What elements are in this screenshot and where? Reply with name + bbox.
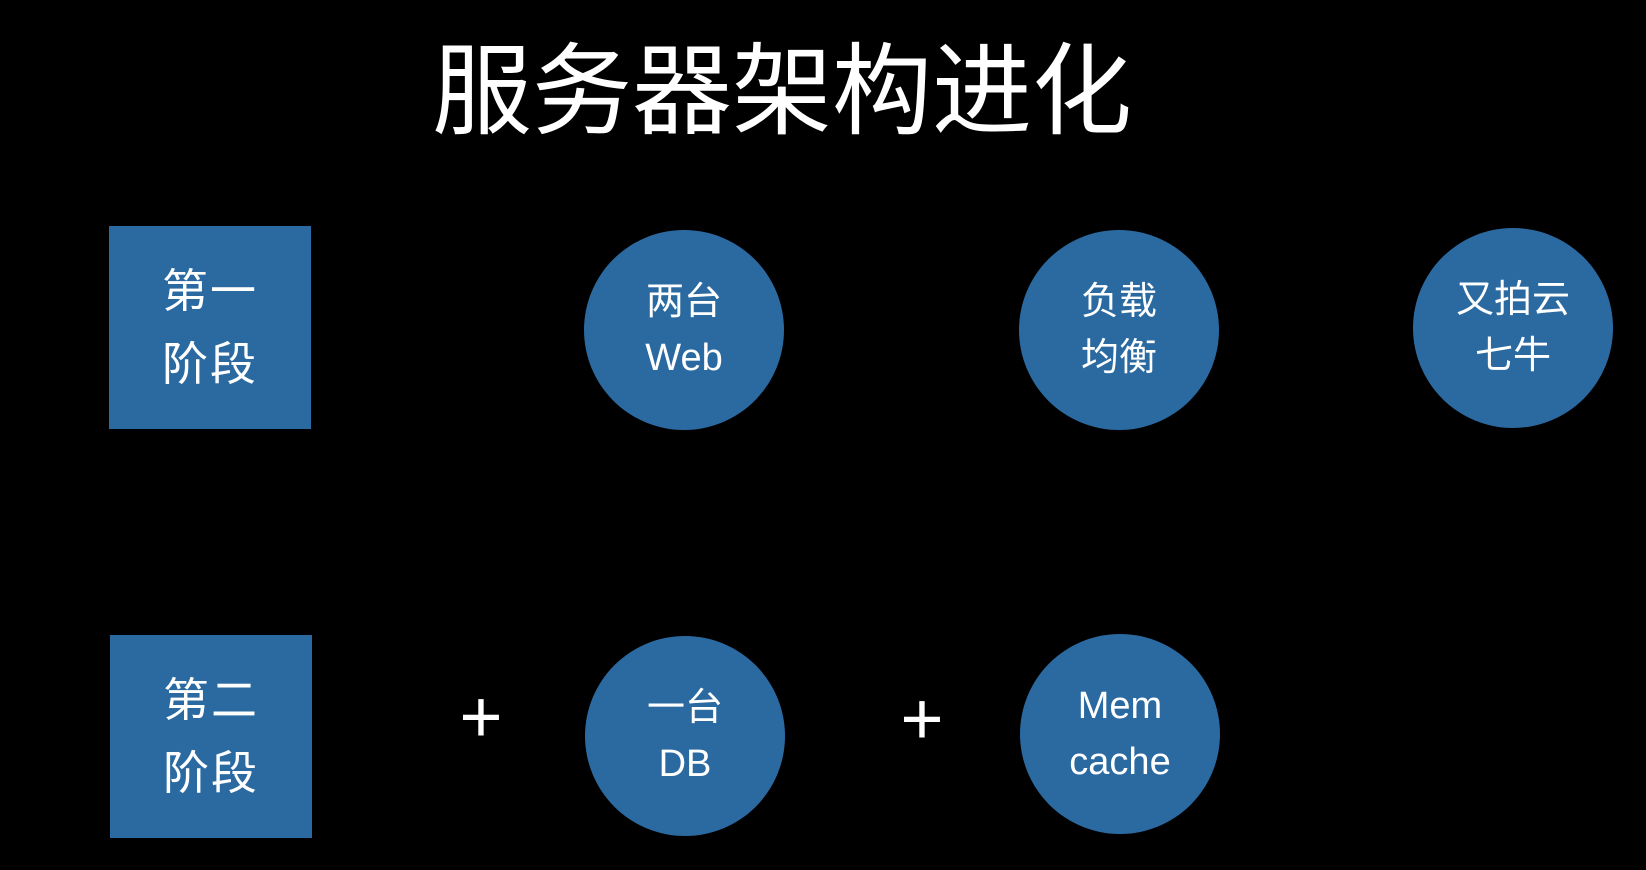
stage-1-label-line-1: 第一 — [162, 264, 258, 317]
slide-title: 服务器架构进化 — [432, 36, 1132, 148]
node-memcache-line-2: cache — [1069, 741, 1171, 783]
node-load-balancer: 负载 均衡 — [1019, 230, 1219, 430]
node-one-db: 一台 DB — [585, 636, 785, 836]
node-two-web-servers: 两台 Web — [584, 230, 784, 430]
plus-operator-1: + — [459, 675, 503, 758]
node-upyun-qiniu-line-2: 七牛 — [1474, 335, 1551, 377]
stage-2-label-line-1: 第二 — [163, 673, 259, 726]
stage-1-label-box: 第一 阶段 — [109, 226, 311, 429]
node-memcache: Mem cache — [1020, 634, 1220, 834]
node-one-db-line-1: 一台 — [646, 687, 723, 729]
node-two-web-servers-line-2: Web — [645, 337, 723, 379]
node-load-balancer-line-1: 负载 — [1080, 281, 1157, 323]
node-upyun-qiniu: 又拍云 七牛 — [1413, 228, 1613, 428]
node-memcache-line-1: Mem — [1077, 685, 1163, 727]
node-one-db-line-2: DB — [658, 743, 712, 785]
stage-2-label-line-2: 阶段 — [163, 746, 259, 799]
plus-operator-2: + — [900, 677, 944, 760]
node-two-web-servers-line-1: 两台 — [645, 281, 722, 323]
node-load-balancer-line-2: 均衡 — [1080, 337, 1157, 379]
stage-2-label-box: 第二 阶段 — [110, 635, 312, 838]
node-upyun-qiniu-line-1: 又拍云 — [1455, 279, 1570, 321]
stage-1-label-line-2: 阶段 — [162, 337, 258, 390]
